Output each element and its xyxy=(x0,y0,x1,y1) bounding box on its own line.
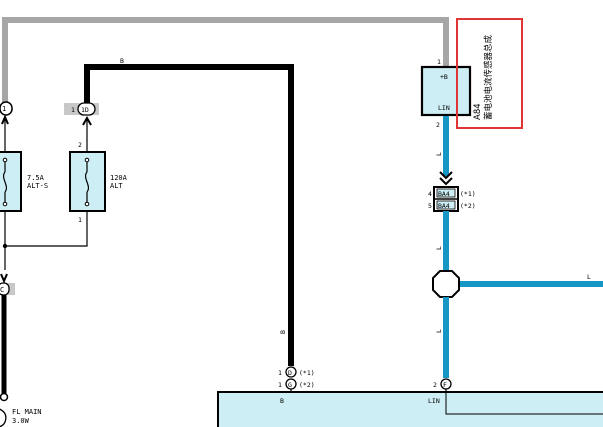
svg-text:2: 2 xyxy=(433,381,437,389)
ecu-b-pins: 1 D (*1) 1 G (*2) xyxy=(278,366,315,390)
fuse-alt-pin-top: 2 xyxy=(78,141,82,149)
junction-pin-1: 4 xyxy=(428,190,432,198)
sensor-pin-top: 1 xyxy=(437,58,441,66)
sensor-terminal-bottom: LIN xyxy=(438,104,450,112)
svg-text:1: 1 xyxy=(278,381,282,389)
svg-text:1: 1 xyxy=(2,105,6,113)
svg-text:BA4: BA4 xyxy=(438,190,450,198)
wire-label-b-top: B xyxy=(120,57,124,65)
ecu-lin-pin: 2 F xyxy=(433,378,452,390)
tag-1d: 1 1D xyxy=(64,102,99,126)
tag-1c: C xyxy=(0,273,15,296)
fuse-alt-s-name: ALT-S xyxy=(27,182,48,190)
wire-label-l-lower: L xyxy=(435,329,443,333)
highlight-box xyxy=(456,18,523,129)
fl-main-link-icon xyxy=(0,408,7,427)
wire-label-l-upper: L xyxy=(435,152,443,156)
junction-pin-2: 5 xyxy=(428,202,432,210)
fuse-alt-s xyxy=(0,151,22,212)
battery-current-sensor: +B LIN xyxy=(420,65,472,117)
ecu-terminal-lin: LIN xyxy=(428,397,440,405)
left-connector-1: 1 xyxy=(0,101,13,125)
fuse-alt xyxy=(69,151,106,212)
sensor-pin-bottom: 2 xyxy=(436,121,440,129)
svg-text:F: F xyxy=(443,381,447,389)
junction-ba4: BA4 BA4 xyxy=(433,186,459,212)
svg-text:1: 1 xyxy=(278,369,282,377)
svg-text:G: G xyxy=(288,381,292,389)
svg-text:1: 1 xyxy=(71,106,75,114)
junction-note-1: (*1) xyxy=(460,190,476,198)
sensor-name: 蓄电池电流传感器总成 xyxy=(483,34,494,120)
fuse-alt-pin-bottom: 1 xyxy=(78,216,82,224)
fl-main-node xyxy=(0,392,9,402)
svg-text:(*2): (*2) xyxy=(299,381,315,389)
fl-main-size: 3.0W xyxy=(12,417,30,425)
sensor-code: A84 xyxy=(473,103,483,120)
svg-text:1D: 1D xyxy=(81,106,89,114)
ecu-terminal-b: B xyxy=(280,397,284,405)
splice-octagon xyxy=(432,270,460,298)
fl-main-name: FL MAIN xyxy=(12,408,42,416)
svg-text:(*1): (*1) xyxy=(299,369,315,377)
sensor-terminal-top: +B xyxy=(440,73,448,81)
junction-note-2: (*2) xyxy=(460,202,476,210)
wire-label-l-middle: L xyxy=(435,246,443,250)
black-b-wire xyxy=(84,64,294,366)
ecu-box: B LIN xyxy=(217,391,603,427)
wire-label-b-vertical: B xyxy=(279,330,287,334)
wire-label-l-branch: L xyxy=(587,273,591,281)
junction-dot xyxy=(2,243,8,249)
fuse-alt-name: ALT xyxy=(110,182,123,190)
fuse-alt-s-rating: 7.5A xyxy=(27,174,45,182)
grey-wire xyxy=(2,17,449,105)
fuse-alt-rating: 120A xyxy=(110,174,128,182)
svg-text:D: D xyxy=(288,369,292,377)
svg-text:BA4: BA4 xyxy=(438,202,450,210)
svg-text:C: C xyxy=(0,286,4,294)
chevron-down-icon xyxy=(439,171,453,186)
